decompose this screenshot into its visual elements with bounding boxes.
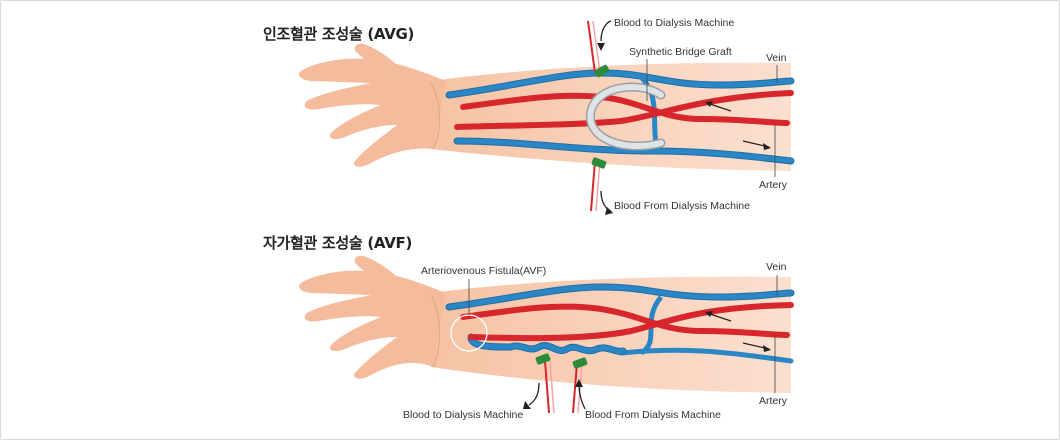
avg-title: 인조혈관 조성술 (AVG) (263, 25, 415, 43)
avf-vein-connector (639, 295, 663, 356)
avf-label-fistula: Arteriovenous Fistula(AVF) (421, 265, 547, 277)
avg-thumb (354, 43, 411, 85)
avg-needle-top (587, 20, 610, 78)
avg-label-from-machine: Blood From Dialysis Machine (614, 200, 750, 212)
avf-arrow-to-machine (528, 382, 540, 406)
avf-label-from-machine: Blood From Dialysis Machine (585, 409, 721, 421)
avf-thumb (354, 255, 411, 297)
avf-label-vein: Vein (766, 261, 787, 273)
avg-label-artery: Artery (759, 179, 788, 191)
avg-label-vein: Vein (766, 52, 787, 64)
avg-needle-bottom (590, 157, 607, 212)
avf-needle-right (572, 357, 588, 414)
avf-title: 자가혈관 조성술 (AVF) (263, 234, 413, 252)
avf-needle-left (535, 353, 555, 414)
avf-artery-bottom (468, 302, 794, 342)
avf-arrow-from-machine (578, 384, 586, 410)
avf-label-artery: Artery (759, 395, 788, 407)
avg-label-to-machine: Blood to Dialysis Machine (614, 17, 735, 29)
avg-arrow-to-machine (600, 20, 612, 42)
avg-artery-bottom (454, 90, 794, 130)
avf-hand (299, 270, 446, 379)
avg-label-graft: Synthetic Bridge Graft (629, 46, 732, 58)
avf-label-to-machine: Blood to Dialysis Machine (403, 409, 524, 421)
avg-hand (299, 58, 446, 167)
avg-artery-top (460, 92, 790, 126)
avg-arm (299, 20, 795, 215)
avg-arrow-from-machine (600, 190, 612, 212)
avf-arm (299, 255, 795, 414)
avf-artery-top (460, 303, 790, 338)
